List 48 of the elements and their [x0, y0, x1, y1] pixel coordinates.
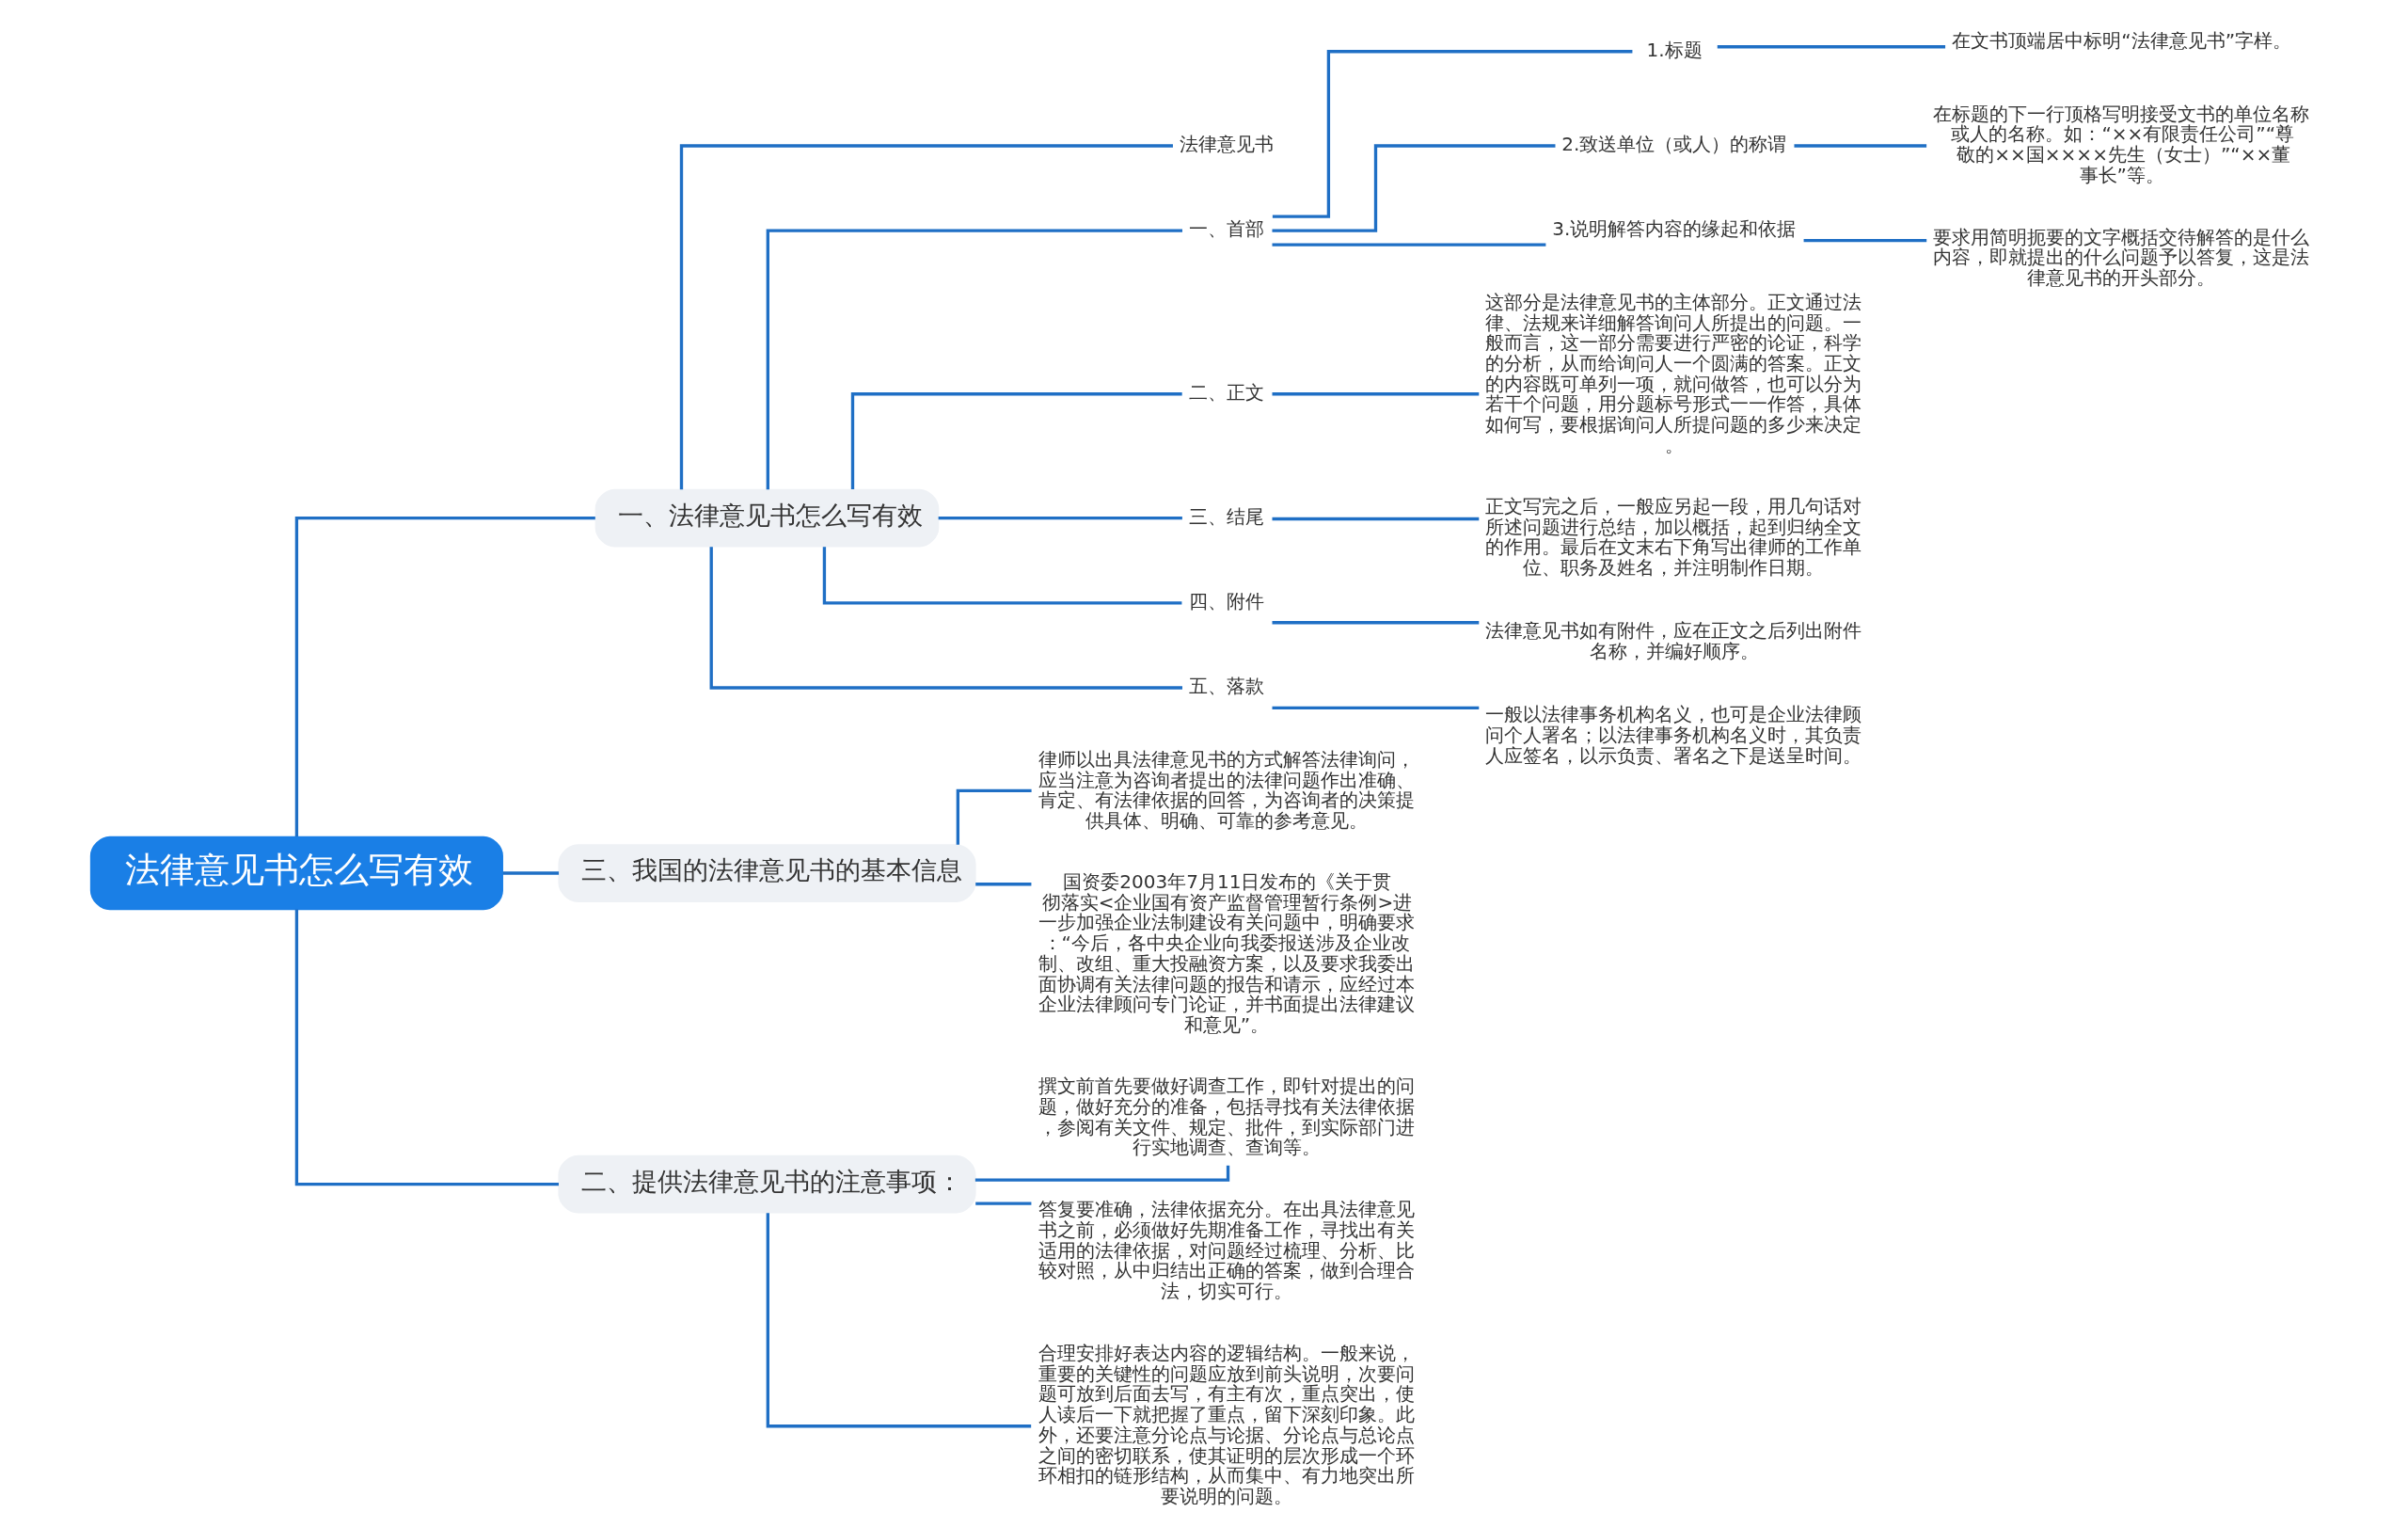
node-box: 法律意见书怎么写有效 [89, 836, 503, 911]
connector [1272, 621, 1479, 625]
connector [850, 392, 1182, 490]
node-text: 撰文前首先要做好调查工作，即针对提出的问题，做好充分的准备，包括寻找有关法律依据，参阅有关文件、规定、批件，到实际部门进行实地调查、查询等。 [1038, 1074, 1415, 1159]
node-text: 国资委2003年7月11日发布的《关于贯彻落实<企业国有资产监督管理暂行条例>进一步加强企业法制建设有关问题中，明确要求：“今后，各中央企业向我委报送涉及企业改制、改组、重大投融资方案，以及要求我委出面协调有关法律问题的报告和请示，应经过本企业法律顾问专门论证，并书面提出法律建议和意见”。 [1038, 870, 1415, 1037]
node-text: 2.致送单位（或人）的称谓 [1560, 133, 1786, 156]
connector [1272, 706, 1479, 709]
node-box: 二、提供法律意见书的注意事项： [557, 1154, 976, 1214]
node-text: 在文书顶端居中标明“法律意见书”字样。 [1951, 28, 2291, 52]
connector [822, 547, 1181, 605]
connector [1272, 392, 1479, 396]
connector [1272, 144, 1555, 232]
node-text: 五、落款 [1188, 675, 1264, 698]
node-text: 这部分是法律意见书的主体部分。正文通过法律、法规来详细解答询问人所提出的问题。一般而言，这一部分需要进行严密的论证，科学的分析，从而给询问人一个圆满的答案。正文的内容既可单列一项，就问做答，也可以分为若干个问题，用分题标号形式一一作答，具体如何写，要根据询问人所提问题的多少来决定。 [1484, 290, 1861, 456]
node-text: 四、附件 [1188, 590, 1264, 613]
node-text: 3.说明解答内容的缘起和依据 [1551, 217, 1796, 241]
connector [679, 144, 1173, 490]
node-text: 三、结尾 [1188, 504, 1264, 528]
connector [1717, 45, 1945, 49]
connector [1793, 144, 1926, 148]
connector [709, 547, 1182, 690]
node-box: 一、法律意见书怎么写有效 [594, 488, 939, 548]
connector [1272, 517, 1479, 521]
connector [294, 517, 595, 837]
node-text: 在标题的下一行顶格写明接受文书的单位名称或人的名称。如：“××有限责任公司”“尊敬的××国××××先生（女士）”“××董事长”等。 [1932, 102, 2309, 186]
connector [1272, 243, 1545, 247]
node-text: 一、首部 [1188, 217, 1264, 241]
connector [294, 909, 559, 1186]
node-text: 1.标题 [1646, 38, 1703, 61]
connector [1803, 238, 1926, 243]
connector [766, 229, 1182, 490]
node-text: 法律意见书 [1179, 133, 1274, 156]
connector [1272, 50, 1632, 218]
connector [938, 517, 1182, 520]
connector [766, 1213, 1031, 1428]
node-text: 要求用简明扼要的文字概括交待解答的是什么内容，即就提出的什么问题予以答复，这是法律意见书的开头部分。 [1932, 225, 2309, 290]
node-text: 一般以法律事务机构名义，也可是企业法律顾问个人署名；以法律事务机构名义时，其负责人应签名，以示负责、署名之下是送呈时间。 [1484, 703, 1861, 767]
node-text: 合理安排好表达内容的逻辑结构。一般来说，重要的关键性的问题应放到前头说明，次要问题可放到后面去写，有主有次，重点突出，使人读后一下就把握了重点，留下深刻印象。此外，还要注意分论点与论据、分论点与总论点之间的密切联系，使其证明的层次形成一个环环相扣的链形结构，从而集中、有力地突出所要说明的问题。 [1038, 1341, 1415, 1507]
node-text: 律师以出具法律意见书的方式解答法律询问，应当注意为咨询者提出的法律问题作出准确、肯定、有法律依据的回答，为咨询者的决策提供具体、明确、可靠的参考意见。 [1038, 747, 1415, 832]
node-text: 法律意见书如有附件，应在正文之后列出附件名称，并编好顺序。 [1484, 618, 1861, 662]
node-text: 二、正文 [1188, 380, 1264, 404]
connector [974, 1202, 1031, 1205]
node-box: 三、我国的法律意见书的基本信息 [557, 844, 976, 902]
node-text: 正文写完之后，一般应另起一段，用几句话对所述问题进行总结，加以概括，起到归纳全文的作用。最后在文末右下角写出律师的工作单位、职务及姓名，并注明制作日期。 [1484, 495, 1861, 580]
node-text: 答复要准确，法律依据充分。在出具法律意见书之前，必须做好先期准备工作，寻找出有关适用的法律依据，对问题经过梳理、分析、比较对照，从中归结出正确的答案，做到合理合法，切实可行。 [1038, 1198, 1415, 1303]
connector [956, 788, 1032, 845]
connector [974, 883, 1031, 886]
connector [502, 871, 559, 875]
